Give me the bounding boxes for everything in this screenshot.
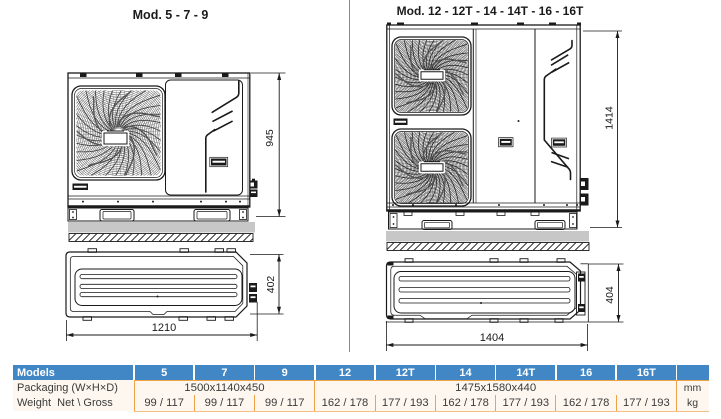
svg-text:402: 402	[265, 276, 277, 294]
svg-text:945: 945	[264, 129, 276, 147]
svg-text:1404: 1404	[480, 332, 504, 344]
svg-text:1414: 1414	[604, 106, 616, 130]
svg-text:404: 404	[604, 286, 616, 304]
svg-text:1210: 1210	[152, 322, 176, 334]
